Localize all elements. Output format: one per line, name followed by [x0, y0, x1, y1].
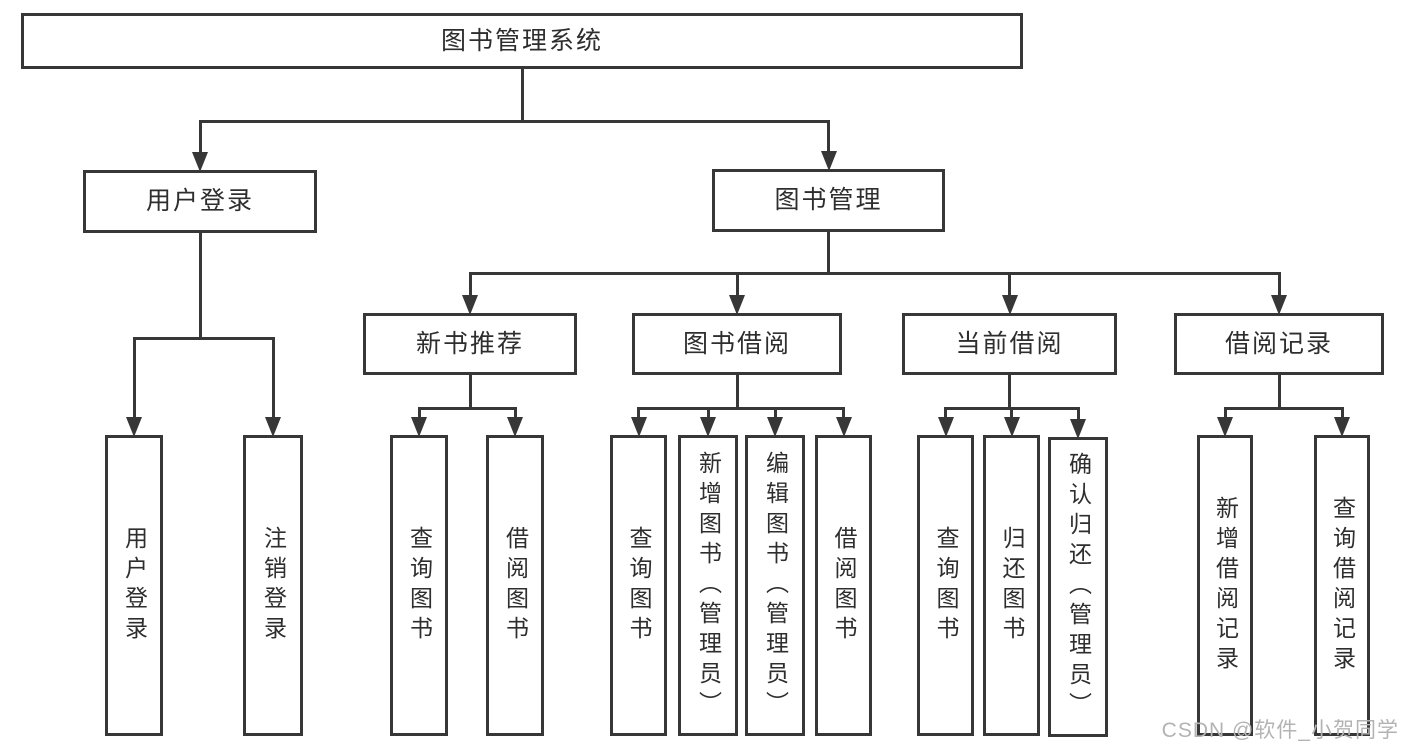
connector-line: [520, 69, 524, 122]
arrow-down-icon: [1334, 417, 1350, 437]
arrow-down-icon: [507, 417, 523, 437]
node-current-query-books: 查询图书: [917, 435, 974, 736]
node-book-borrowing: 图书借阅: [632, 313, 842, 375]
node-query-borrowing-record: 查询借阅记录: [1314, 435, 1370, 736]
node-label-query-borrowing-record: 查询借阅记录: [1329, 495, 1356, 676]
arrow-down-icon: [1217, 417, 1233, 437]
node-root: 图书管理系统: [21, 13, 1023, 69]
arrow-down-icon: [1070, 419, 1086, 439]
node-add-borrowing-record: 新增借阅记录: [1197, 435, 1253, 736]
connector-line: [1277, 375, 1281, 409]
node-label-current-query-books: 查询图书: [933, 525, 959, 646]
node-logout-action: 注销登录: [243, 435, 303, 736]
connector-line: [468, 375, 472, 409]
connector-line: [735, 375, 739, 409]
connector-line: [827, 232, 830, 274]
arrow-down-icon: [411, 417, 427, 437]
connector-line: [271, 337, 275, 417]
connector-line: [1277, 272, 1281, 295]
node-return-books: 归还图书: [983, 435, 1040, 736]
node-recommend-borrow-books: 借阅图书: [486, 435, 544, 736]
connector-line: [1340, 407, 1344, 417]
connector-line: [417, 407, 421, 417]
connector-line: [827, 120, 830, 151]
connector-line: [637, 407, 640, 417]
arrow-down-icon: [937, 417, 954, 437]
node-user-login-action: 用户登录: [105, 435, 163, 736]
arrow-down-icon: [192, 152, 208, 172]
connector-line: [944, 407, 947, 417]
node-label-borrowing-query-books: 查询图书: [626, 525, 652, 646]
connector-line: [198, 120, 202, 152]
connector-line: [198, 233, 202, 339]
arrow-down-icon: [126, 417, 142, 437]
connector-line: [773, 407, 777, 417]
node-label-user-login: 用户登录: [145, 187, 254, 215]
connector-line: [468, 272, 472, 295]
node-edit-books-admin: 编辑图书（管理员）: [745, 435, 805, 736]
node-user-login: 用户登录: [83, 170, 317, 233]
connector-line: [417, 407, 517, 410]
arrow-down-icon: [1003, 417, 1020, 437]
node-label-recommend-query-books: 查询图书: [406, 525, 433, 646]
node-label-add-borrowing-record: 新增借阅记录: [1212, 495, 1239, 676]
node-label-borrow-books: 借阅图书: [831, 525, 857, 646]
connector-line: [468, 272, 1281, 275]
arrow-down-icon: [835, 417, 852, 437]
node-label-recommend-borrow-books: 借阅图书: [502, 525, 529, 646]
node-label-edit-books-admin: 编辑图书（管理员）: [762, 450, 789, 721]
connector-line: [1076, 407, 1080, 419]
node-new-book-recommendation: 新书推荐: [363, 313, 577, 375]
node-borrow-books: 借阅图书: [815, 435, 872, 736]
node-borrowing-query-books: 查询图书: [610, 435, 667, 736]
node-confirm-return-admin: 确认归还（管理员）: [1048, 437, 1108, 737]
connector-line: [132, 337, 275, 340]
node-label-borrowing-records: 借阅记录: [1224, 329, 1333, 358]
connector-line: [1008, 272, 1011, 295]
node-current-borrowing: 当前借阅: [902, 313, 1117, 375]
arrow-down-icon: [630, 417, 647, 437]
connector-line: [132, 337, 136, 417]
node-label-add-books-admin: 新增图书（管理员）: [695, 450, 722, 721]
node-label-book-management: 图书管理: [774, 186, 883, 214]
connector-line: [513, 407, 517, 417]
connector-line: [1008, 375, 1011, 409]
connector-line: [706, 407, 710, 417]
node-label-confirm-return-admin: 确认归还（管理员）: [1065, 452, 1092, 722]
watermark: CSDN @软件_小贺同学: [1161, 719, 1399, 742]
node-label-return-books: 归还图书: [999, 525, 1025, 646]
node-book-management: 图书管理: [712, 169, 945, 232]
node-label-root: 图书管理系统: [440, 26, 603, 55]
connector-line: [198, 120, 830, 123]
node-label-current-borrowing: 当前借阅: [955, 329, 1064, 358]
arrow-down-icon: [729, 295, 745, 315]
node-recommend-query-books: 查询图书: [390, 435, 448, 736]
arrow-down-icon: [1001, 295, 1018, 315]
arrow-down-icon: [265, 417, 281, 437]
arrow-down-icon: [767, 417, 783, 437]
node-label-new-book-recommendation: 新书推荐: [415, 329, 524, 358]
connector-line: [1223, 407, 1344, 410]
connector-line: [1010, 407, 1013, 417]
arrow-down-icon: [462, 295, 478, 315]
connector-line: [637, 407, 845, 410]
node-label-logout-action: 注销登录: [260, 525, 287, 646]
connector-line: [842, 407, 845, 417]
connector-line: [735, 272, 739, 295]
node-add-books-admin: 新增图书（管理员）: [678, 435, 738, 736]
node-borrowing-records: 借阅记录: [1174, 313, 1384, 375]
node-label-user-login-action: 用户登录: [121, 525, 148, 646]
arrow-down-icon: [700, 417, 716, 437]
arrow-down-icon: [1271, 295, 1287, 315]
connector-line: [1223, 407, 1227, 417]
arrow-down-icon: [820, 151, 837, 171]
node-label-book-borrowing: 图书借阅: [682, 329, 791, 358]
